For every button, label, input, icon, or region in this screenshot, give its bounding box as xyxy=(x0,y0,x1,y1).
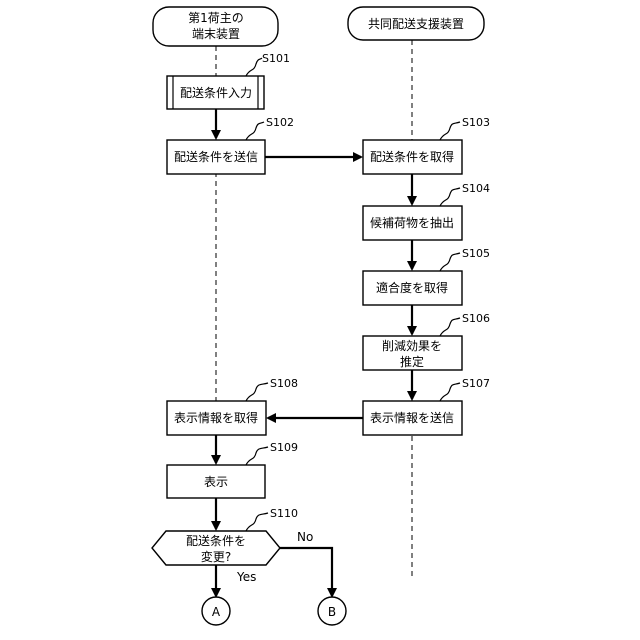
process-box-s108: 表示情報を取得 xyxy=(167,401,266,435)
leader-s105 xyxy=(440,253,460,271)
process-box-s101: 配送条件入力 xyxy=(167,76,264,109)
leader-s103 xyxy=(440,122,460,140)
lane-right-title: 共同配送支援装置 xyxy=(368,16,464,31)
process-box-s106: 削減効果を 推定 xyxy=(363,336,462,370)
connector-a-label: A xyxy=(212,605,221,619)
leader-s108 xyxy=(246,383,268,401)
process-box-s102: 配送条件を送信 xyxy=(167,140,265,174)
leader-s110 xyxy=(246,513,268,531)
lane-left-title-line1: 第1荷主の xyxy=(188,11,244,25)
step-id-s103: S103 xyxy=(462,116,490,129)
yes-label: Yes xyxy=(236,570,256,584)
leader-s104 xyxy=(440,188,460,206)
step-id-s101: S101 xyxy=(262,52,290,65)
step-id-s109: S109 xyxy=(270,441,298,454)
s108-label: 表示情報を取得 xyxy=(174,410,258,425)
arrow-no xyxy=(280,548,332,596)
step-id-s105: S105 xyxy=(462,247,490,260)
process-box-s104: 候補荷物を抽出 xyxy=(363,206,462,240)
s106-label-line2: 推定 xyxy=(400,354,424,369)
process-box-s103: 配送条件を取得 xyxy=(363,140,462,174)
connector-b: B xyxy=(318,597,346,625)
step-id-s110: S110 xyxy=(270,507,298,520)
process-box-s109: 表示 xyxy=(167,465,265,498)
leader-s106 xyxy=(440,318,460,336)
leader-s109 xyxy=(246,447,268,465)
leader-s107 xyxy=(440,383,460,401)
leader-s102 xyxy=(246,122,264,140)
process-box-s105: 適合度を取得 xyxy=(363,271,462,305)
step-id-s107: S107 xyxy=(462,377,490,390)
s109-label: 表示 xyxy=(204,475,228,489)
s110-label-line2: 変更? xyxy=(201,549,231,564)
decision-s110: 配送条件を 変更? xyxy=(152,531,280,565)
s102-label: 配送条件を送信 xyxy=(174,149,258,164)
step-id-s106: S106 xyxy=(462,312,490,325)
s107-label: 表示情報を送信 xyxy=(370,410,454,425)
step-id-s104: S104 xyxy=(462,182,490,195)
process-box-s107: 表示情報を送信 xyxy=(363,401,462,435)
leader-s101 xyxy=(246,58,262,76)
s106-label-line1: 削減効果を xyxy=(382,338,442,353)
s104-label: 候補荷物を抽出 xyxy=(370,216,454,230)
s103-label: 配送条件を取得 xyxy=(370,149,454,164)
lane-left-title-line2: 端末装置 xyxy=(192,27,240,41)
step-id-s102: S102 xyxy=(266,116,294,129)
lane-right-header: 共同配送支援装置 xyxy=(348,7,484,40)
s110-label-line1: 配送条件を xyxy=(186,533,246,548)
connector-b-label: B xyxy=(328,605,336,619)
s105-label: 適合度を取得 xyxy=(376,280,448,295)
step-id-s108: S108 xyxy=(270,377,298,390)
connector-a: A xyxy=(202,597,230,625)
no-label: No xyxy=(297,530,313,544)
lane-left-header: 第1荷主の 端末装置 xyxy=(153,7,278,46)
s101-label: 配送条件入力 xyxy=(180,85,252,100)
